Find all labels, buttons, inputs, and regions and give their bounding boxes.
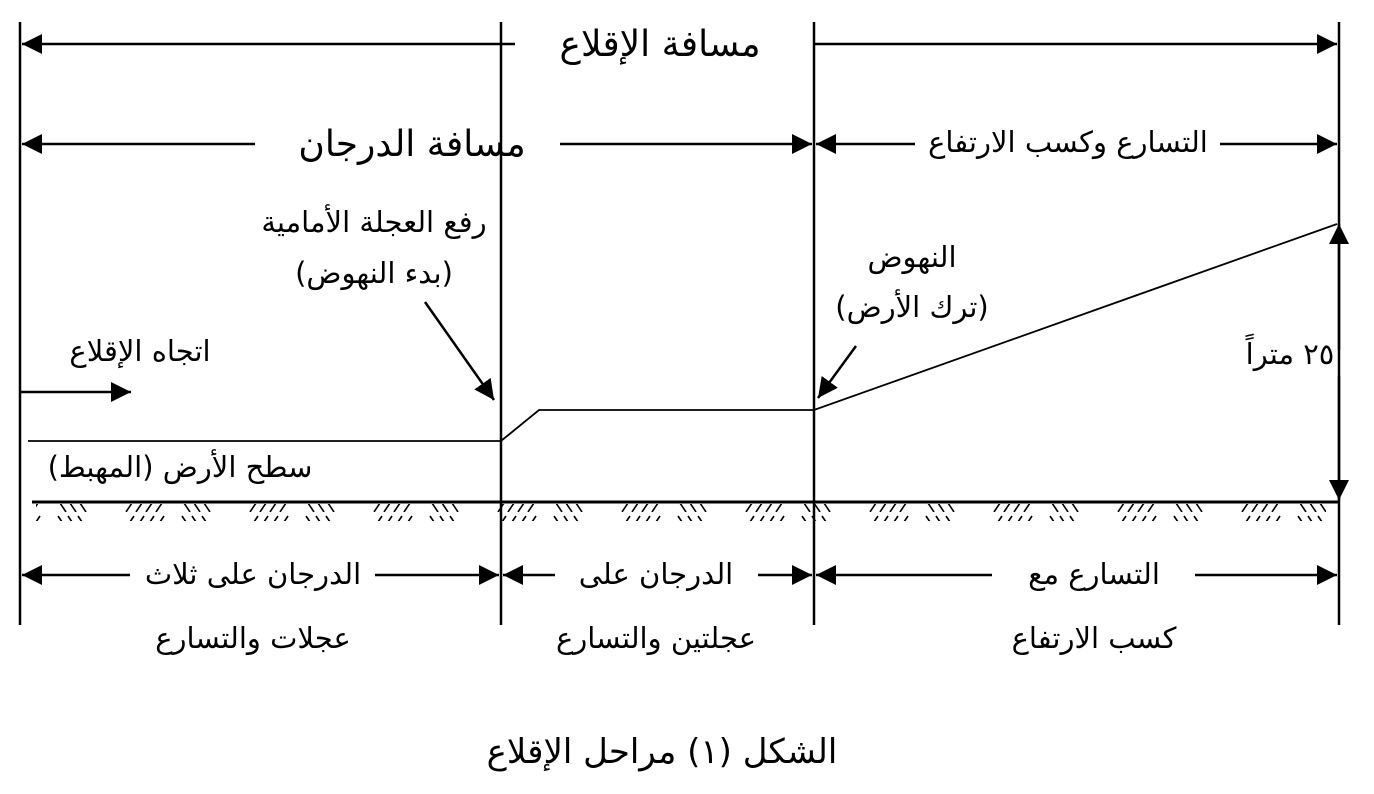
vertical-dividers xyxy=(18,22,1341,625)
nose-lift-pointer xyxy=(423,301,496,401)
phase2-label-line2: عجلتين والتسارع xyxy=(556,621,756,655)
height-label-bg xyxy=(1228,334,1336,374)
phase2-label-line1: الدرجان على xyxy=(579,557,733,591)
flight-path-line xyxy=(28,223,1338,442)
accel-climb-label: التسارع وكسب الارتفاع xyxy=(928,125,1208,159)
figure-caption: الشكل (١) مراحل الإقلاع xyxy=(487,732,838,772)
nose-lift-label-line1: رفع العجلة الأمامية xyxy=(261,203,486,239)
takeoff-direction-label: اتجاه الإقلاع xyxy=(69,334,210,369)
phase1-label-line1: الدرجان على ثلاث xyxy=(145,557,361,591)
liftoff-label-line2: (ترك الأرض) xyxy=(835,288,988,324)
nose-lift-label-line2: (بدء النهوض) xyxy=(295,256,453,290)
phase1-label-line2: عجلات والتسارع xyxy=(155,621,351,655)
liftoff-pointer xyxy=(816,345,858,399)
phase3-label-line1: التسارع مع xyxy=(1028,557,1160,591)
taxi-distance-label: مسافة الدرجان xyxy=(298,124,525,165)
ground-hatching xyxy=(36,504,1326,521)
ground-surface-label: سطح الأرض (المهبط) xyxy=(48,448,313,484)
phase3-label-line2: كسب الارتفاع xyxy=(1012,621,1177,655)
takeoff-distance-label: مسافة الإقلاع xyxy=(559,24,760,65)
liftoff-label-line1: النهوض xyxy=(867,240,956,274)
height-label: ٢٥ متراً xyxy=(1245,334,1334,371)
